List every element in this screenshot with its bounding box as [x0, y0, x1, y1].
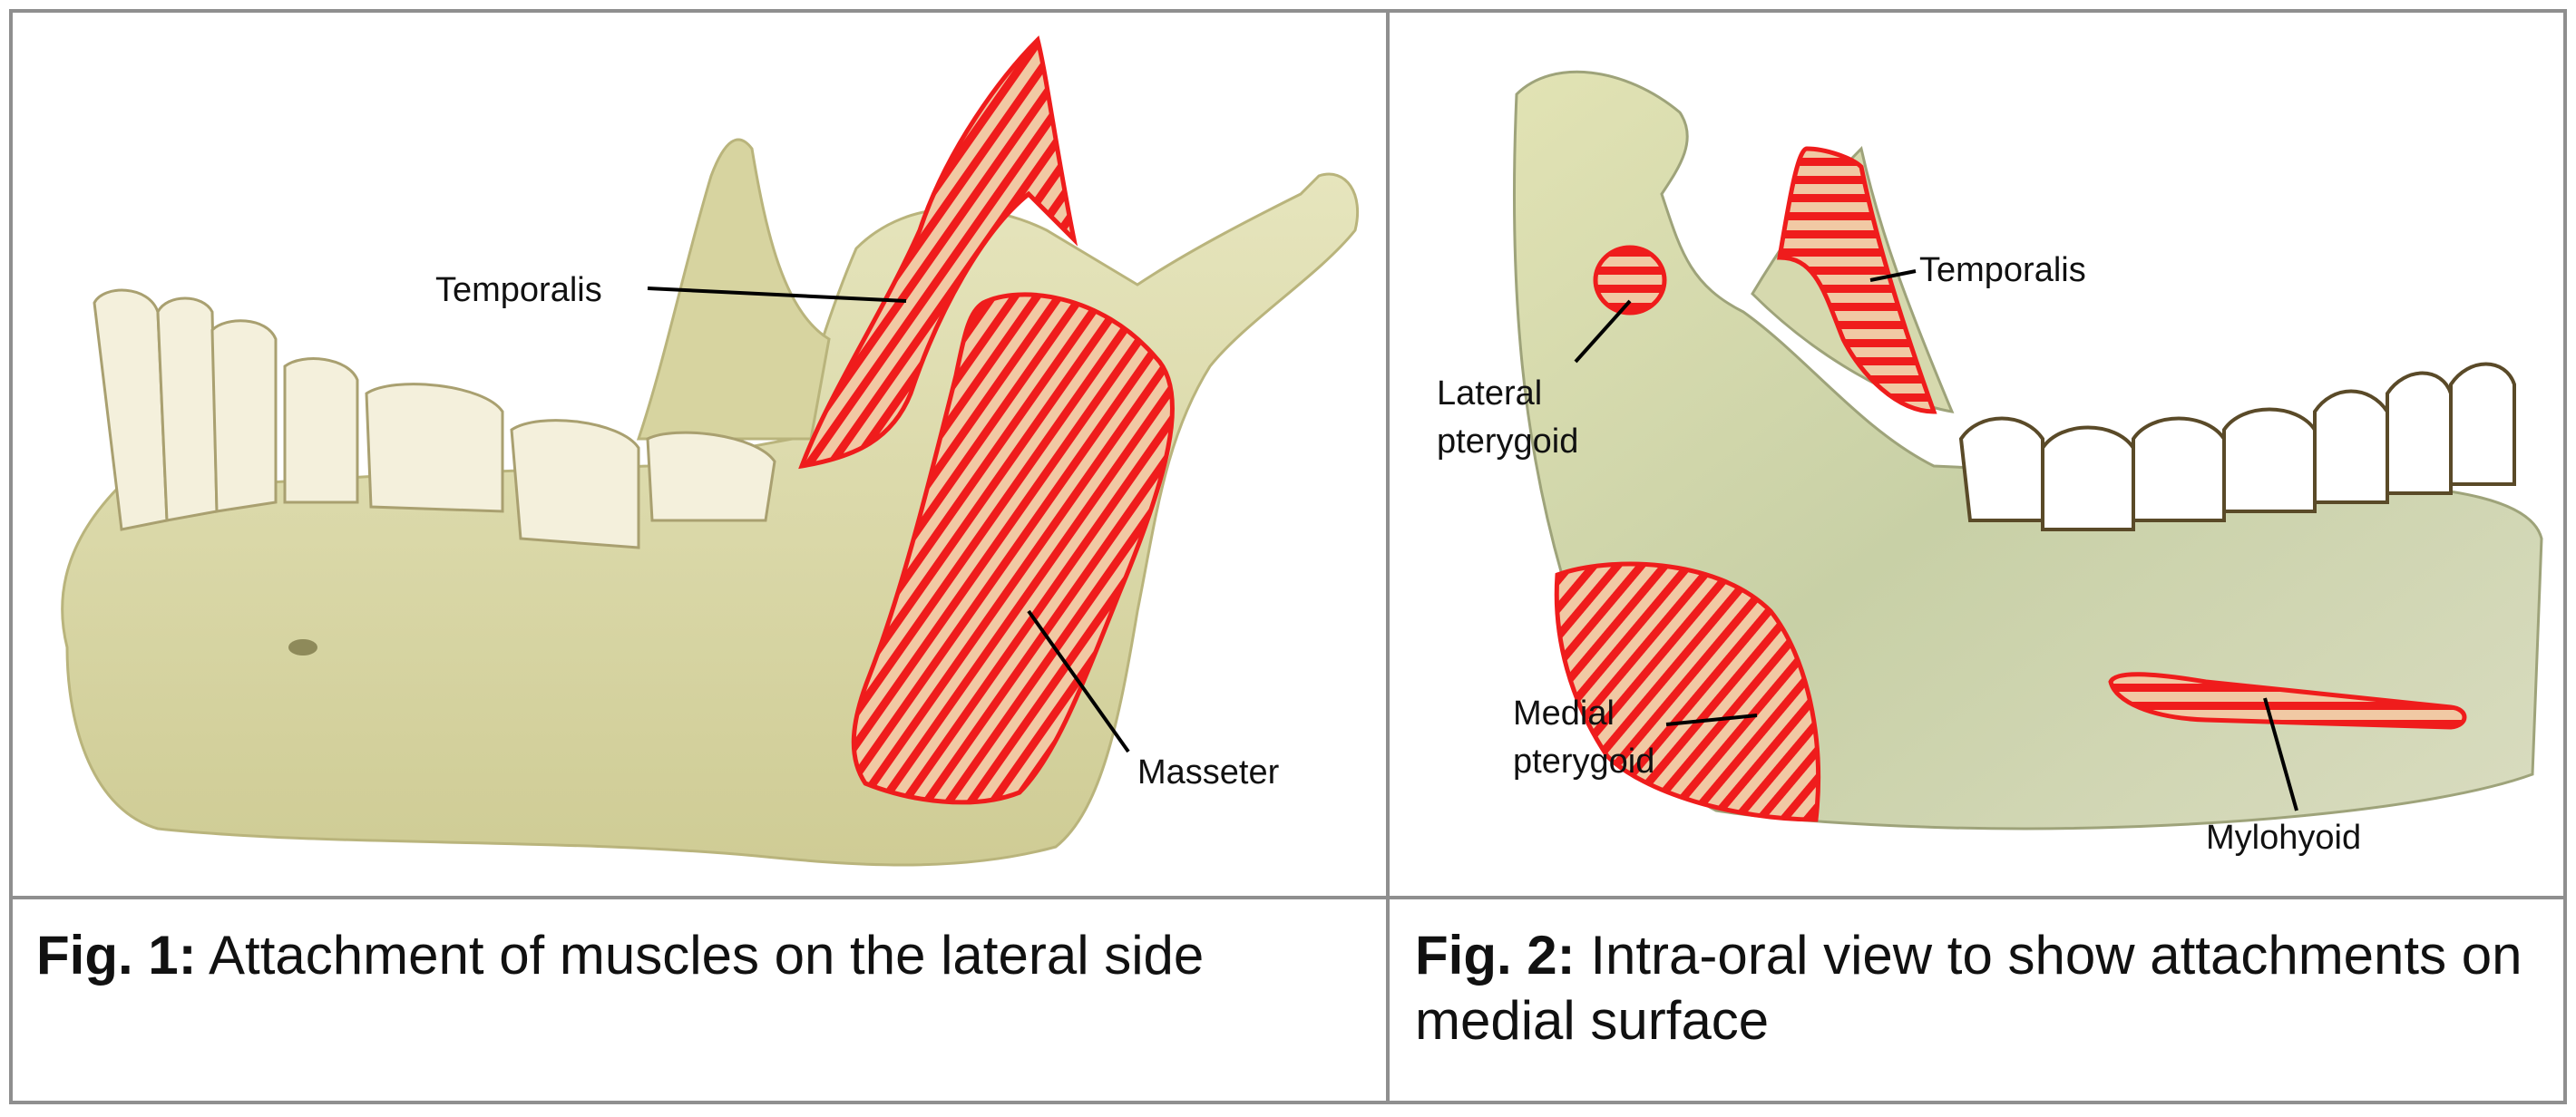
label-temporalis-medial: Temporalis — [1919, 251, 2086, 289]
temporalis-leader-line — [647, 287, 907, 303]
temporalis-attachment-medial — [1777, 146, 1937, 414]
coronoid-process — [636, 138, 831, 441]
lateral-pterygoid-leader-line — [1574, 299, 1632, 364]
caption-divider — [9, 896, 2567, 899]
figure-1-caption: Fig. 1: Attachment of muscles on the lat… — [36, 923, 1370, 988]
figure-1-caption-prefix: Fig. 1: — [36, 925, 197, 986]
lateral-pterygoid-attachment — [1593, 245, 1667, 316]
figure-2-panel: Temporalis Lateral pterygoid Medial pter… — [1390, 13, 2563, 896]
label-temporalis: Temporalis — [435, 271, 602, 309]
figure-2-caption: Fig. 2: Intra-oral view to show attachme… — [1415, 923, 2540, 1054]
temporalis-attachment-lateral — [798, 35, 1078, 470]
mylohyoid-line-attachment — [2108, 672, 2467, 730]
figure-frame — [9, 9, 2567, 1104]
medial-pterygoid-leader-line — [1665, 714, 1758, 726]
masseter-leader-line — [1027, 609, 1130, 753]
medial-pterygoid-attachment — [1554, 561, 1821, 822]
mandible-lateral-illustration: Temporalis Masseter — [61, 35, 1360, 867]
label-medial-pterygoid-line2: pterygoid — [1513, 743, 1654, 781]
figure-1-panel: Temporalis Masseter — [13, 13, 1386, 896]
figure-2-caption-text: Intra-oral view to show attachments on m… — [1415, 925, 2522, 1051]
mandible-medial-illustration: Temporalis Lateral pterygoid Medial pter… — [1437, 70, 2543, 857]
figure-1-caption-text: Attachment of muscles on the lateral sid… — [209, 925, 1205, 986]
teeth-row — [93, 288, 776, 549]
masseter-attachment — [851, 292, 1176, 805]
figure-2-caption-prefix: Fig. 2: — [1415, 925, 1576, 986]
label-mylohyoid: Mylohyoid — [2206, 819, 2361, 857]
label-lateral-pterygoid-line2: pterygoid — [1437, 423, 1578, 461]
teeth-sketch — [1958, 362, 2516, 531]
temporalis-leader-line-2 — [1869, 269, 1917, 282]
mental-foramen — [288, 639, 317, 656]
label-masseter: Masseter — [1137, 753, 1280, 792]
mylohyoid-leader-line — [2263, 697, 2298, 811]
panel-divider — [1386, 9, 1390, 1104]
label-lateral-pterygoid-line1: Lateral — [1437, 374, 1542, 413]
label-medial-pterygoid-line1: Medial — [1513, 694, 1615, 733]
